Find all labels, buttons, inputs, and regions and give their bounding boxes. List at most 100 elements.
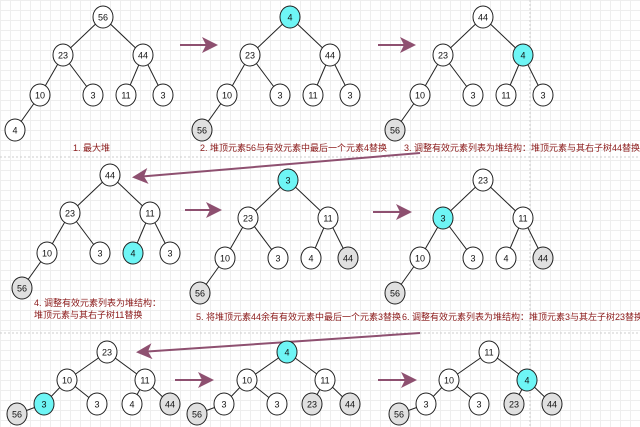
heap-node bbox=[277, 168, 299, 192]
heap-node bbox=[302, 83, 324, 107]
heap-node-value: 44 bbox=[138, 51, 148, 61]
heap-node bbox=[495, 83, 517, 107]
heap-node bbox=[152, 83, 174, 107]
heap-node-value: 4 bbox=[308, 254, 313, 264]
heap-node-value: 44 bbox=[547, 400, 557, 410]
heap-node bbox=[96, 340, 118, 364]
heap-node bbox=[478, 340, 500, 364]
heap-node bbox=[115, 83, 137, 107]
heap-node bbox=[276, 340, 298, 364]
caption-1: 1. 最大堆 bbox=[73, 143, 111, 153]
heap-node bbox=[159, 392, 181, 416]
heap-node-value: 10 bbox=[42, 249, 52, 259]
heap-node-value: 56 bbox=[390, 289, 400, 299]
heap-node bbox=[4, 118, 26, 142]
heap-node bbox=[269, 83, 291, 107]
heap-node-value: 10 bbox=[415, 91, 425, 101]
heap-node-value: 23 bbox=[245, 51, 255, 61]
heap-node bbox=[409, 83, 431, 107]
heap-node-value: 11 bbox=[145, 209, 154, 219]
heap-node-value: 3 bbox=[285, 176, 290, 186]
heap-node-value: 44 bbox=[345, 400, 355, 410]
heap-node bbox=[239, 43, 261, 67]
heap-node bbox=[159, 241, 181, 265]
heap-node bbox=[495, 246, 517, 270]
heap-node-value: 3 bbox=[470, 254, 475, 264]
heap-node bbox=[29, 83, 51, 107]
step-arrow bbox=[132, 152, 421, 184]
heap-node-value: 44 bbox=[165, 400, 175, 410]
heap-node-value: 11 bbox=[308, 91, 317, 101]
caption-4a: 4. 调整有效元素列表为堆结构： bbox=[34, 298, 162, 308]
heap-node-value: 56 bbox=[17, 284, 27, 294]
heap-node-value: 56 bbox=[12, 410, 22, 420]
heap-node bbox=[409, 246, 431, 270]
heap-node bbox=[132, 43, 154, 67]
heap-node bbox=[52, 43, 74, 67]
heap-node-value: 44 bbox=[478, 13, 488, 23]
heap-node-value: 3 bbox=[540, 91, 545, 101]
heap-node bbox=[415, 392, 437, 416]
heap-node bbox=[462, 83, 484, 107]
heap-node bbox=[33, 392, 55, 416]
heap-node bbox=[191, 118, 213, 142]
heap-node bbox=[472, 5, 494, 29]
heap-node-value: 4 bbox=[503, 254, 508, 264]
heap-node bbox=[121, 392, 143, 416]
heap-node-value: 4 bbox=[129, 400, 134, 410]
heap-node bbox=[512, 206, 534, 230]
heap-node-value: 11 bbox=[484, 348, 493, 358]
heap-node-value: 3 bbox=[94, 400, 99, 410]
heap-node bbox=[432, 43, 454, 67]
heap-node bbox=[468, 392, 490, 416]
heap-node bbox=[319, 43, 341, 67]
heap-node-value: 44 bbox=[105, 171, 115, 181]
heap-node-value: 3 bbox=[90, 91, 95, 101]
heap-node-value: 11 bbox=[320, 376, 329, 386]
heap-node bbox=[532, 246, 554, 270]
heap-node bbox=[541, 392, 563, 416]
heap-node bbox=[388, 402, 410, 426]
heap-node-value: 56 bbox=[390, 126, 400, 136]
heap-node bbox=[89, 241, 111, 265]
heap-node-value: 4 bbox=[12, 126, 17, 136]
heap-node bbox=[134, 368, 156, 392]
caption-3: 3. 调整有效元素列表为堆结构：堆顶元素与其右子树44替换 bbox=[404, 143, 640, 153]
caption-5: 5. 将堆顶元素44余有有效元素中最后一个元素3替换 bbox=[196, 312, 402, 322]
heap-node bbox=[300, 246, 322, 270]
heap-node-value: 10 bbox=[242, 376, 252, 386]
heap-node-value: 56 bbox=[192, 410, 202, 420]
heap-node bbox=[384, 118, 406, 142]
heap-node-value: 56 bbox=[195, 289, 205, 299]
heap-node-value: 23 bbox=[307, 400, 317, 410]
heap-node bbox=[82, 83, 104, 107]
caption-4b: 堆顶元素与其右子树11替换 bbox=[34, 310, 143, 320]
heap-node-value: 4 bbox=[524, 376, 529, 386]
heap-node-value: 23 bbox=[102, 348, 112, 358]
heap-node-value: 11 bbox=[121, 91, 130, 101]
caption-2: 2. 堆顶元素56与有效元素中最后一个元素4替换 bbox=[200, 143, 388, 153]
heap-node-value: 3 bbox=[470, 91, 475, 101]
heap-node-value: 3 bbox=[277, 91, 282, 101]
heap-node-value: 56 bbox=[197, 126, 207, 136]
heap-node-value: 11 bbox=[518, 214, 527, 224]
heap-node bbox=[314, 368, 336, 392]
heap-node-value: 3 bbox=[440, 214, 445, 224]
heap-node bbox=[6, 402, 28, 426]
heap-node bbox=[213, 392, 235, 416]
heap-node bbox=[189, 281, 211, 305]
heap-node bbox=[92, 5, 114, 29]
heap-node bbox=[384, 281, 406, 305]
heap-node bbox=[86, 392, 108, 416]
heap-node-value: 11 bbox=[323, 214, 332, 224]
caption-6: 6. 调整有效元素列表为堆结构：堆顶元素3与其左子树23替换 bbox=[402, 312, 640, 322]
heap-node-value: 3 bbox=[275, 254, 280, 264]
heap-node bbox=[267, 246, 289, 270]
heap-node bbox=[438, 368, 460, 392]
heap-node-value: 10 bbox=[220, 254, 230, 264]
heap-node bbox=[532, 83, 554, 107]
heap-node-value: 4 bbox=[520, 51, 525, 61]
heap-node-value: 3 bbox=[167, 249, 172, 259]
heap-node-value: 23 bbox=[509, 400, 519, 410]
heap-node-value: 4 bbox=[284, 348, 289, 358]
